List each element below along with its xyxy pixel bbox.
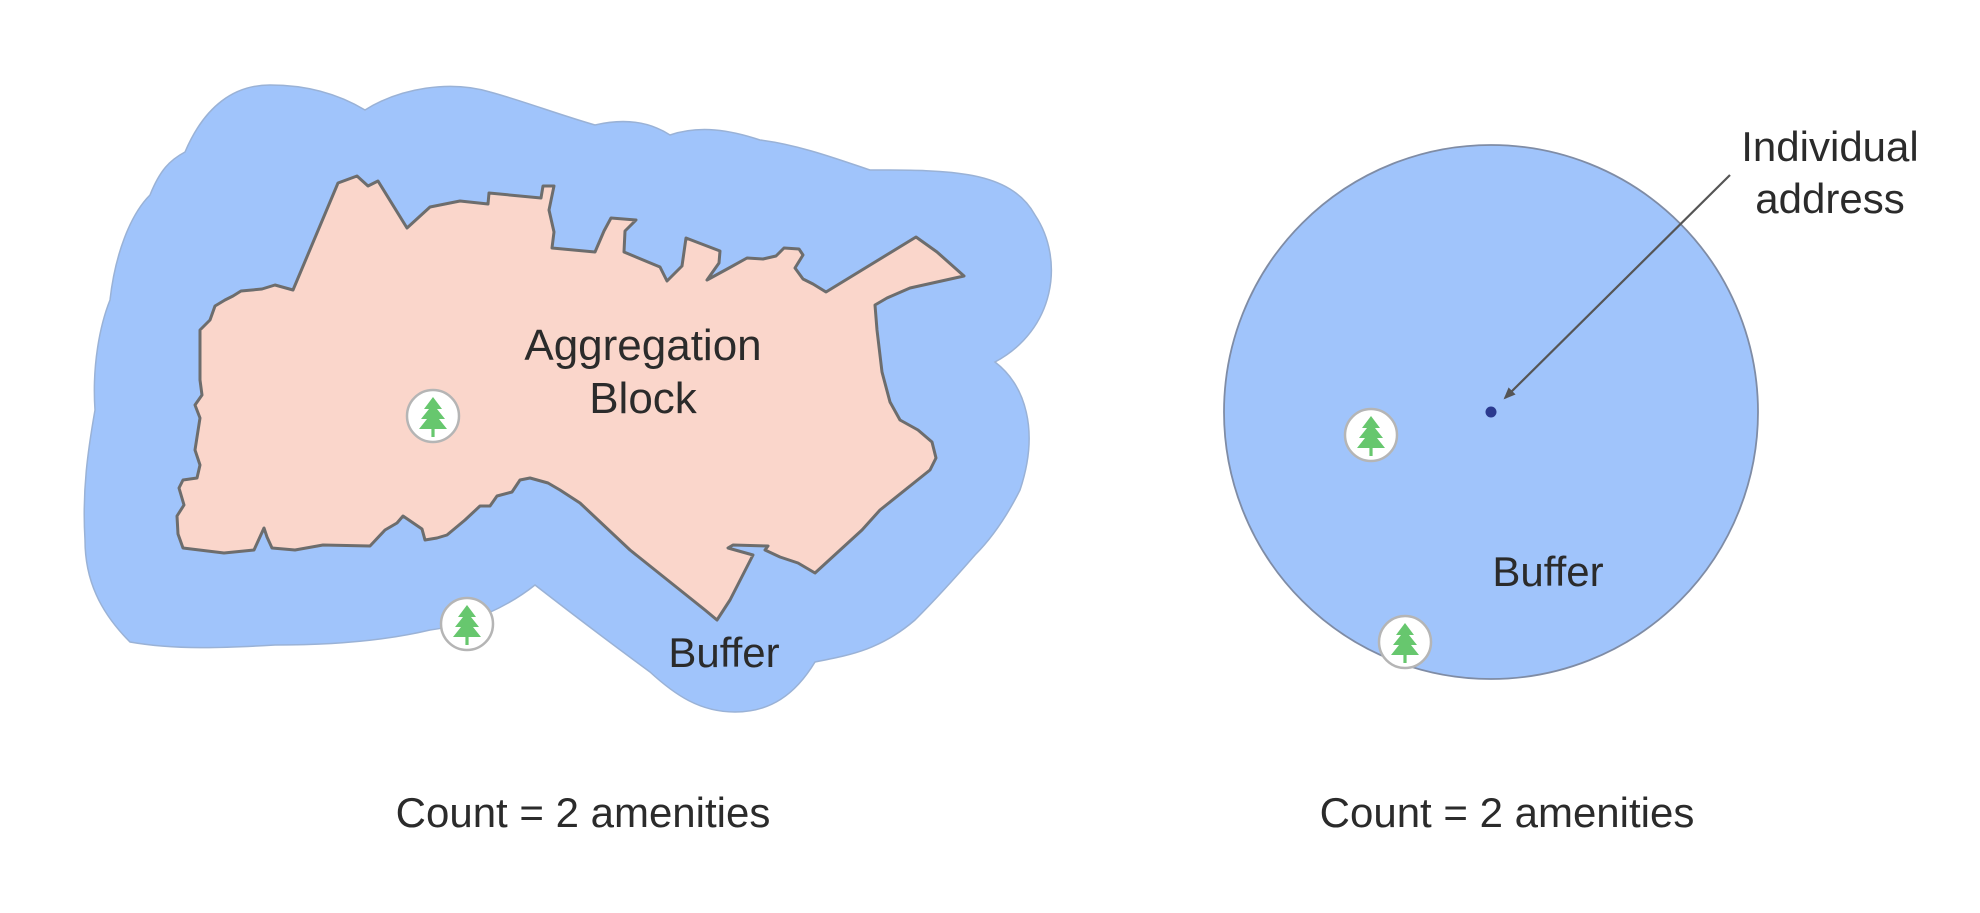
tree-icon — [1343, 407, 1399, 463]
aggregation-block-label-line2: Block — [589, 374, 698, 423]
aggregation-block-label-line1: Aggregation — [524, 321, 761, 370]
left-panel: Aggregation Block Buffer Count = 2 ameni… — [83, 84, 1053, 836]
right-panel: Individual address Buffer Count = 2 amen… — [1223, 123, 1919, 836]
right-buffer-label: Buffer — [1492, 548, 1603, 595]
address-label-line1: Individual — [1741, 123, 1918, 170]
tree-icon — [405, 388, 461, 444]
aggregation-block — [175, 174, 966, 622]
tree-icon — [439, 596, 495, 652]
right-count-label: Count = 2 amenities — [1320, 789, 1695, 836]
address-pointer-arrow — [1503, 174, 1731, 400]
address-point — [1485, 406, 1497, 418]
address-label-line2: address — [1755, 175, 1904, 222]
tree-icon — [1377, 614, 1433, 670]
left-count-label: Count = 2 amenities — [396, 789, 771, 836]
left-buffer-label: Buffer — [668, 629, 779, 676]
